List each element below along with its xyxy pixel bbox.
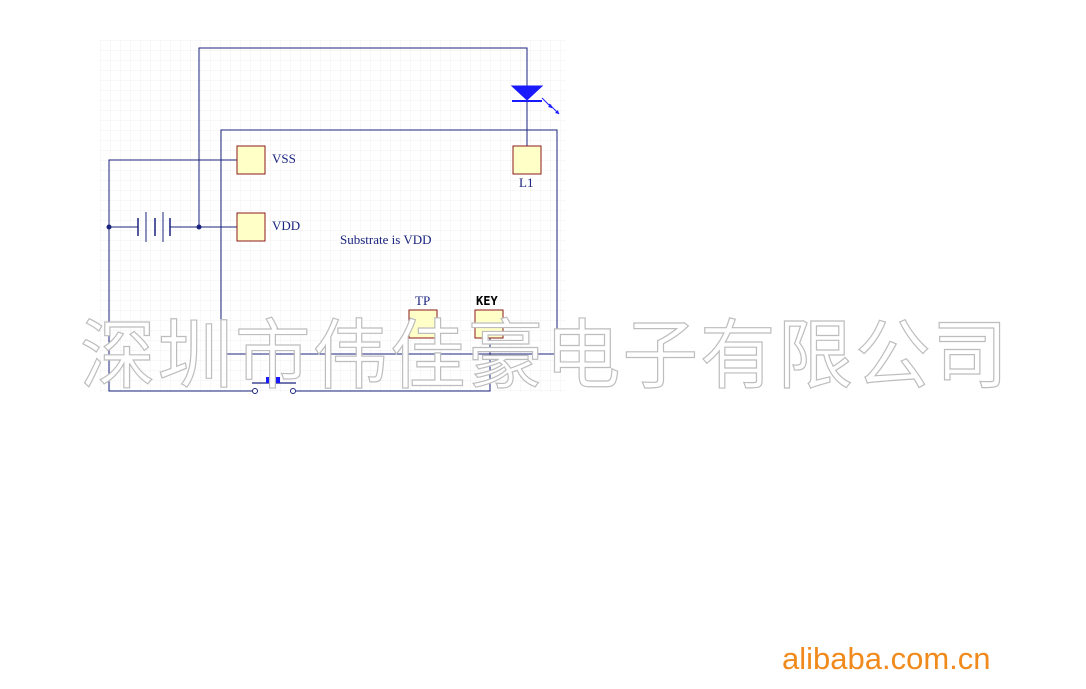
push-button-icon bbox=[252, 377, 296, 394]
battery-icon bbox=[137, 212, 171, 242]
junction-left bbox=[106, 224, 112, 230]
wires bbox=[108, 47, 528, 392]
pad-label-vdd: VDD bbox=[272, 218, 300, 233]
pad-l1 bbox=[512, 145, 542, 175]
pad-label-vss: VSS bbox=[272, 151, 296, 166]
led-icon bbox=[510, 85, 560, 115]
pad-key bbox=[474, 309, 504, 339]
company-watermark: 深圳市伟佳豪电子有限公司 bbox=[80, 311, 1010, 400]
pad-label-l1: L1 bbox=[519, 175, 533, 190]
substrate-note: Substrate is VDD bbox=[340, 232, 431, 247]
pad-vss bbox=[236, 145, 266, 175]
pad-label-key: KEY bbox=[476, 294, 498, 308]
chip-outline bbox=[220, 129, 558, 355]
pad-label-tp: TP bbox=[415, 293, 430, 308]
brand-logo: alibaba.com.cn bbox=[782, 641, 991, 676]
pad-vdd bbox=[236, 212, 266, 242]
pad-tp bbox=[408, 309, 438, 339]
junction-right bbox=[196, 224, 202, 230]
